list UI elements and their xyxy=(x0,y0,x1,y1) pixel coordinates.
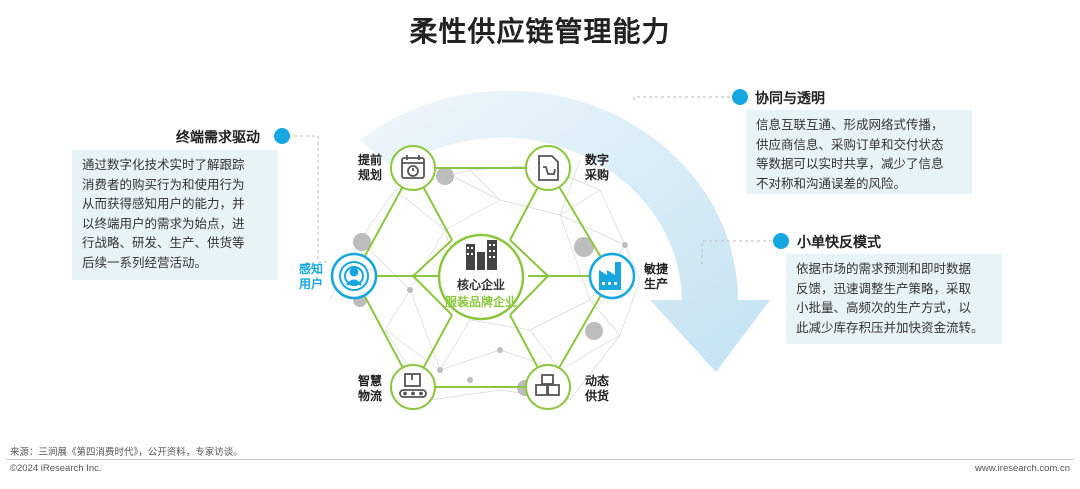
core-enterprise-circle xyxy=(437,233,525,321)
copyright: ©2024 iResearch Inc. xyxy=(10,463,102,474)
node-label-purchase: 数字采购 xyxy=(584,153,609,182)
node-label-supply: 动态供货 xyxy=(584,374,609,403)
callout-dot-collab xyxy=(732,89,748,105)
callout-title-quick: 小单快反模式 xyxy=(797,234,881,250)
network-dots xyxy=(353,167,628,396)
cycle-arrow xyxy=(360,90,770,372)
source-note: 来源：三涧展《第四消费时代》，公开资料，专家访谈。 xyxy=(10,447,243,458)
network-mesh xyxy=(329,159,641,401)
node-label-plan: 提前规划 xyxy=(357,153,382,182)
callout-dot-quick xyxy=(773,233,789,249)
callout-connectors xyxy=(294,96,773,264)
network-dot xyxy=(437,367,443,373)
network-dot xyxy=(407,287,413,293)
brand-enterprise-label: 服装品牌企业 xyxy=(444,295,517,309)
page-title: 柔性供应链管理能力 xyxy=(409,16,671,47)
network-dot xyxy=(436,167,454,185)
network-dot xyxy=(574,237,594,257)
user-target-icon xyxy=(339,261,369,291)
node-label-logistics: 智慧物流 xyxy=(357,374,382,403)
network-dot xyxy=(467,377,473,383)
callout-text-terminal: 通过数字化技术实时了解跟踪 消费者的购买行为和使用行为 从而获得感知用户的能力，… xyxy=(72,150,278,280)
node-circle-production xyxy=(588,252,636,300)
buildings-icon xyxy=(466,240,497,270)
node-label-production: 敏捷生产 xyxy=(643,262,668,291)
network-dot xyxy=(353,233,371,251)
boxes-icon xyxy=(535,374,560,396)
node-circle-supply xyxy=(525,364,571,410)
calendar-icon xyxy=(401,155,425,179)
document-cart-icon xyxy=(538,155,559,181)
callout-text-quick: 依据市场的需求预测和即时数据 反馈，迅速调整生产策略，采取 小批量、高频次的生产… xyxy=(786,254,1002,344)
factory-icon xyxy=(599,262,621,290)
callout-text-collab: 信息互联互通、形成网络式传播， 供应商信息、采购订单和交付状态 等数据可以实时共… xyxy=(746,110,972,194)
footer-divider xyxy=(6,459,1074,460)
network-dot xyxy=(585,322,603,340)
node-circle-purchase xyxy=(525,145,571,191)
callout-dot-terminal xyxy=(274,128,290,144)
callout-title-terminal: 终端需求驱动 xyxy=(176,129,260,145)
core-enterprise-label: 核心企业 xyxy=(456,278,505,292)
node-circle-logistics xyxy=(390,364,436,410)
network-dot xyxy=(622,242,628,248)
node-circle-plan xyxy=(390,145,436,191)
node-label-user: 感知用户 xyxy=(298,262,323,291)
network-dot xyxy=(497,347,503,353)
conveyor-box-icon xyxy=(399,373,427,398)
node-circle-user xyxy=(330,252,378,300)
site-url: www.iresearch.com.cn xyxy=(974,463,1070,474)
callout-title-collab: 协同与透明 xyxy=(755,90,825,106)
